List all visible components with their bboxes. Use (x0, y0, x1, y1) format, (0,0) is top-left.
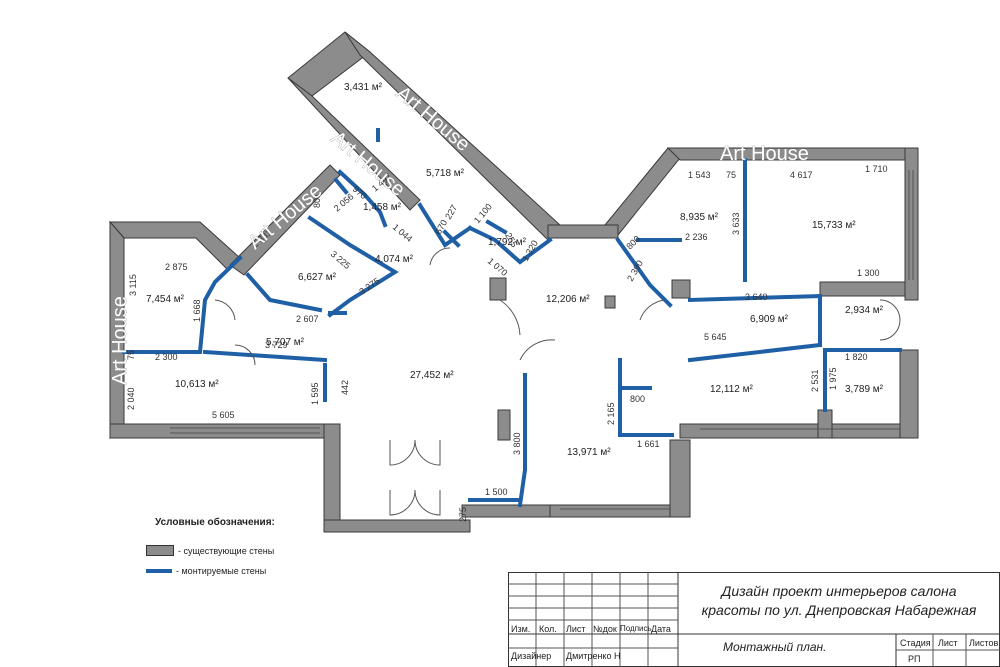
room-area: 15,733 м² (812, 220, 856, 231)
room-area: 5,707 м² (266, 337, 305, 348)
dimension-label: 3 225 (329, 249, 353, 271)
room-area: 2,934 м² (845, 305, 884, 316)
existing-walls (108, 31, 919, 533)
mounted-walls (122, 128, 902, 508)
mounted-wall-swatch (146, 569, 172, 573)
room-area: 4,074 м² (375, 254, 414, 265)
sheet-label: Лист (938, 638, 958, 648)
header-ndok: №док (593, 624, 617, 634)
room-area: 12,112 м² (710, 384, 753, 395)
dimension-label: 800 (630, 394, 645, 404)
header-signature: Подпись (620, 624, 652, 633)
designer-name: Дмитренко Н (566, 651, 621, 661)
dimension-label: 3 633 (731, 212, 741, 235)
dimension-label: 1 710 (865, 164, 888, 174)
dimension-label: 5 605 (212, 410, 235, 420)
dimension-label: 1 543 (688, 170, 711, 180)
dimension-label: 1 975 (828, 367, 838, 390)
sheet-subtitle: Монтажный план. (723, 640, 827, 654)
project-title: Дизайн проект интерьеров салона красоты … (678, 582, 1000, 620)
windows (170, 170, 914, 510)
room-areas: 3,431 м² 5,718 м² 1,458 м² 4,074 м² 1,79… (146, 82, 884, 458)
legend-existing-label: - существующие стены (178, 545, 275, 556)
floor-plan: 3,431 м² 5,718 м² 1,458 м² 4,074 м² 1,79… (108, 31, 919, 533)
watermark-text: Art House (109, 296, 131, 385)
dimension-label: 75 (126, 350, 136, 360)
doors (214, 247, 901, 516)
header-list: Лист (566, 624, 586, 634)
dimensions: 2 875 3 115 1 668 2 300 2 040 5 605 1 59… (126, 164, 888, 522)
room-area: 1,458 м² (363, 202, 402, 213)
room-area: 3,431 м² (344, 82, 383, 93)
legend-mounted-label: - монтируемые стены (176, 566, 267, 576)
legend-existing: - существующие стены (146, 545, 274, 556)
dimension-label: 2 056 (332, 191, 356, 213)
existing-wall-swatch (146, 545, 174, 556)
project-title-line1: Дизайн проект интерьеров салона (721, 583, 957, 599)
dimension-label: 800 (624, 234, 642, 252)
header-date: Дата (651, 624, 671, 634)
dimension-label: 1 661 (637, 439, 660, 449)
room-area: 10,613 м² (175, 379, 219, 390)
legend-mounted: - монтируемые стены (146, 566, 266, 576)
dimension-label: 2 300 (155, 352, 178, 362)
dimension-label: 1 595 (310, 382, 320, 405)
dimension-label: 75 (726, 170, 736, 180)
room-area: 1,792 м² (488, 237, 527, 248)
dimension-label: 1 300 (857, 268, 880, 278)
dimension-label: 1 668 (192, 299, 202, 322)
room-area: 13,971 м² (567, 447, 611, 458)
stage-label: Стадия (900, 638, 931, 648)
legend-title: Условные обозначения: (155, 517, 275, 528)
dimension-label: 5 645 (704, 332, 727, 342)
watermark-text: Art House (720, 143, 809, 165)
dimension-label: 1 820 (845, 352, 868, 362)
dimension-label: 2 875 (165, 262, 188, 272)
room-area: 8,935 м² (680, 212, 719, 223)
room-area: 7,454 м² (146, 294, 185, 305)
dimension-label: 442 (340, 380, 350, 395)
dimension-label: 1 044 (391, 222, 415, 244)
dimension-label: 3 800 (512, 432, 522, 455)
room-area: 6,909 м² (750, 314, 789, 325)
room-area: 6,627 м² (298, 272, 337, 283)
dimension-label: 4 617 (790, 170, 813, 180)
dimension-label: 275 (458, 507, 468, 522)
title-block: Дизайн проект интерьеров салона красоты … (508, 572, 1000, 667)
room-area: 3,789 м² (845, 384, 884, 395)
dimension-label: 1 070 (486, 256, 510, 278)
dimension-label: 3 115 (128, 274, 138, 296)
room-area: 27,452 м² (410, 370, 454, 381)
designer-role: Дизайнер (511, 651, 552, 661)
dimension-label: 801 (312, 193, 322, 208)
header-kol: Кол. (539, 624, 557, 634)
dimension-label: 227 (443, 203, 459, 221)
dimension-label: 1 500 (485, 487, 508, 497)
dimension-label: 2 165 (606, 402, 616, 425)
watermark-text: Art House (392, 82, 474, 156)
room-area: 12,206 м² (546, 294, 590, 305)
header-izm: Изм. (511, 624, 531, 634)
watermark-text: Art House (327, 127, 409, 201)
watermark-text: Art House (244, 180, 326, 254)
dimension-label: 3 275 (357, 276, 381, 297)
dimension-label: 3 640 (745, 292, 768, 302)
dimension-label: 2 531 (810, 369, 820, 392)
sheets-label: Листов (969, 638, 999, 648)
dimension-label: 2 607 (296, 314, 319, 324)
dimension-label: 2 040 (126, 387, 136, 410)
project-title-line2: красоты по ул. Днепровская Набарежная (701, 602, 977, 618)
room-area: 5,718 м² (426, 168, 465, 179)
dimension-label: 2 236 (685, 232, 708, 242)
dimension-label: 3 729 (265, 340, 288, 350)
stage-value: РП (908, 654, 921, 664)
